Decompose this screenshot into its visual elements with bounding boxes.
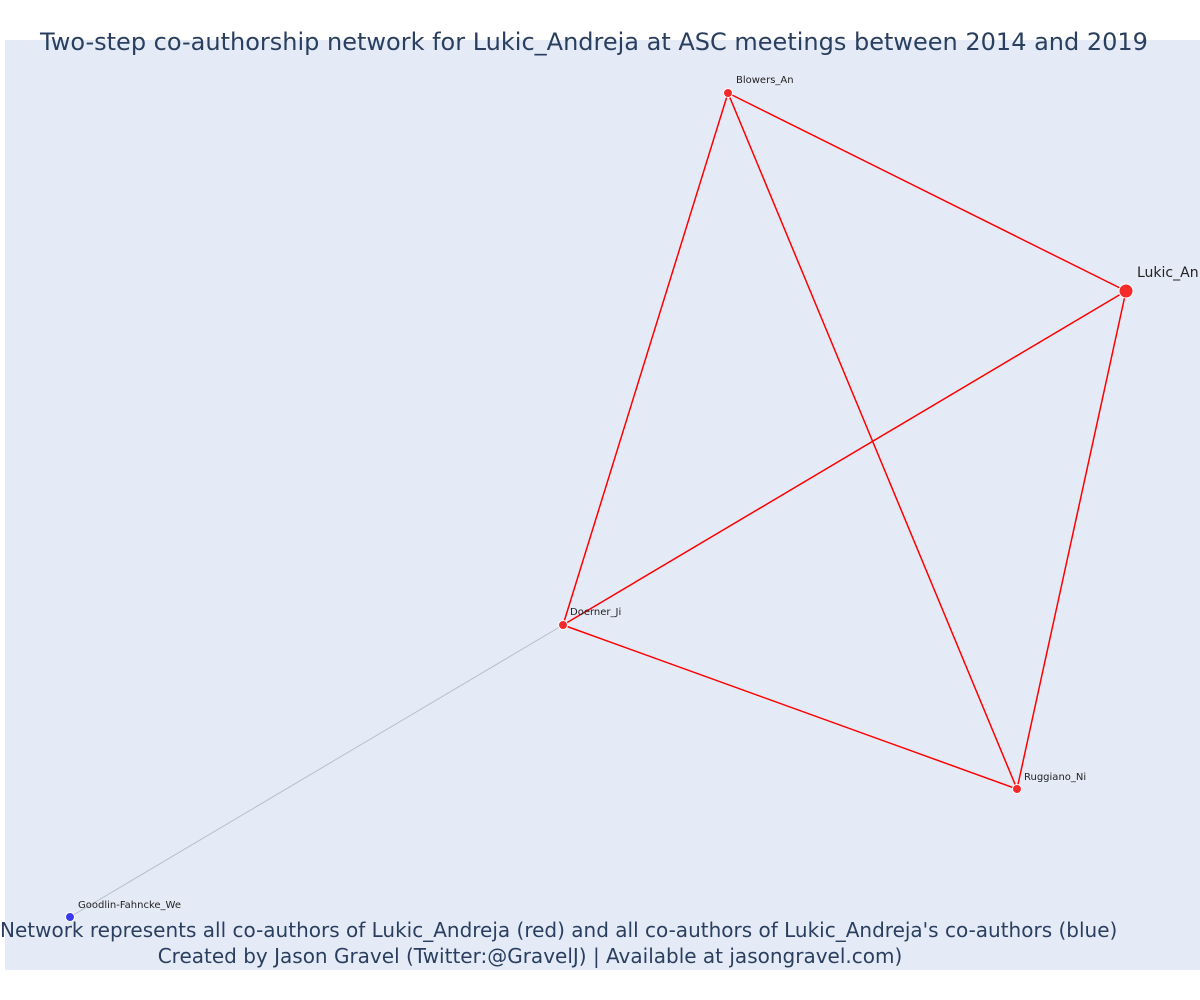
node-layer xyxy=(65,88,1134,922)
node-label-doerner: Doerner_Ji xyxy=(570,607,621,618)
chart-title: Two-step co-authorship network for Lukic… xyxy=(40,28,1148,56)
edge-doerner-ruggiano xyxy=(562,624,1018,790)
node-label-ruggiano: Ruggiano_Ni xyxy=(1024,772,1086,783)
edge-doerner-goodlin xyxy=(69,624,564,918)
node-blowers[interactable] xyxy=(723,88,733,98)
edge-lukic-doerner xyxy=(562,290,1127,626)
node-label-blowers: Blowers_An xyxy=(736,75,794,86)
caption-legend-line: Network represents all co-authors of Luk… xyxy=(0,918,1118,942)
node-lukic[interactable] xyxy=(1118,283,1134,299)
plot-area xyxy=(5,40,1200,970)
edge-layer xyxy=(69,92,1127,918)
node-doerner[interactable] xyxy=(558,620,568,630)
node-ruggiano[interactable] xyxy=(1012,784,1022,794)
label-layer: Lukic_An Blowers_AnDoerner_JiRuggiano_NiG… xyxy=(78,75,1199,911)
node-label-lukic: Lukic_An xyxy=(1137,265,1199,281)
edge-blowers-lukic xyxy=(727,92,1127,292)
edge-blowers-doerner xyxy=(562,92,729,626)
node-label-goodlin: Goodlin-Fahncke_We xyxy=(78,900,181,911)
node-goodlin[interactable] xyxy=(65,912,75,922)
edge-lukic-ruggiano xyxy=(1016,290,1127,790)
caption-credit-line: Created by Jason Gravel (Twitter:@Gravel… xyxy=(157,944,903,968)
